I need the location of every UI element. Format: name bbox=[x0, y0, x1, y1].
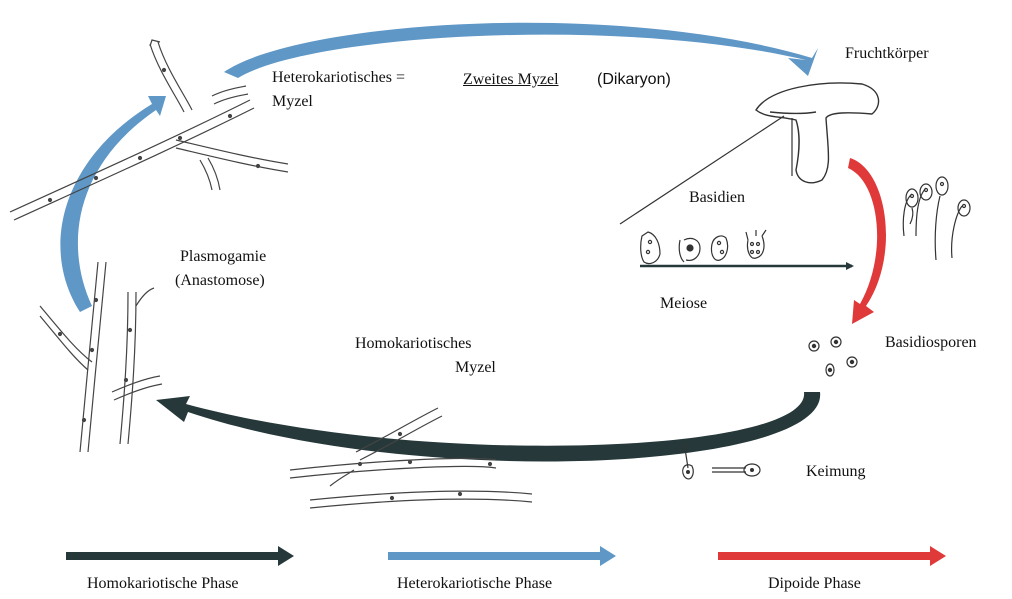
label-fruchtkoerper: Fruchtkörper bbox=[845, 45, 929, 62]
plasmogamie-mycel-drawing bbox=[39, 261, 163, 453]
legend-arrow-homokaryotic bbox=[66, 546, 294, 566]
heterokaryotic-cycle-arrow-left bbox=[60, 96, 166, 312]
basidien-guide-line bbox=[619, 115, 785, 225]
label-plasmogamie: Plasmogamie bbox=[180, 248, 267, 265]
germinating-spores bbox=[682, 441, 761, 480]
fruiting-body-drawing bbox=[755, 82, 880, 184]
basidia-with-spores bbox=[902, 176, 971, 261]
heterokaryotic-cycle-arrow-top bbox=[224, 22, 818, 78]
basidiospores bbox=[808, 336, 858, 377]
label-myzel-hetero: Myzel bbox=[272, 93, 313, 110]
legend-arrow-diploid bbox=[718, 546, 946, 566]
basidia-cells bbox=[640, 229, 767, 265]
legend-label-diploid: Dipoide Phase bbox=[768, 575, 861, 592]
label-anastomose: (Anastomose) bbox=[175, 272, 265, 289]
homokaryotic-cycle-arrow bbox=[156, 392, 821, 462]
diploid-cycle-arrow bbox=[848, 158, 887, 324]
heterokaryotic-mycel-drawing bbox=[9, 39, 289, 221]
label-heterokariotisches: Heterokariotisches = bbox=[272, 69, 405, 86]
label-basidien: Basidien bbox=[689, 189, 745, 206]
label-myzel-homo: Myzel bbox=[455, 359, 496, 376]
label-zweites-myzel: Zweites Myzel bbox=[463, 71, 559, 88]
label-meiose: Meiose bbox=[660, 295, 708, 312]
label-homokariotisches: Homokariotisches bbox=[355, 335, 472, 352]
legend-label-homokaryotic: Homokariotische Phase bbox=[87, 575, 239, 592]
label-dikaryon: (Dikaryon) bbox=[597, 71, 671, 88]
label-keimung: Keimung bbox=[806, 463, 866, 480]
label-basidiosporen: Basidiosporen bbox=[885, 334, 977, 351]
legend-label-heterokaryotic: Heterokariotische Phase bbox=[397, 575, 553, 592]
homokaryotic-mycel-drawing bbox=[289, 407, 533, 509]
legend-arrow-heterokaryotic bbox=[388, 546, 616, 566]
